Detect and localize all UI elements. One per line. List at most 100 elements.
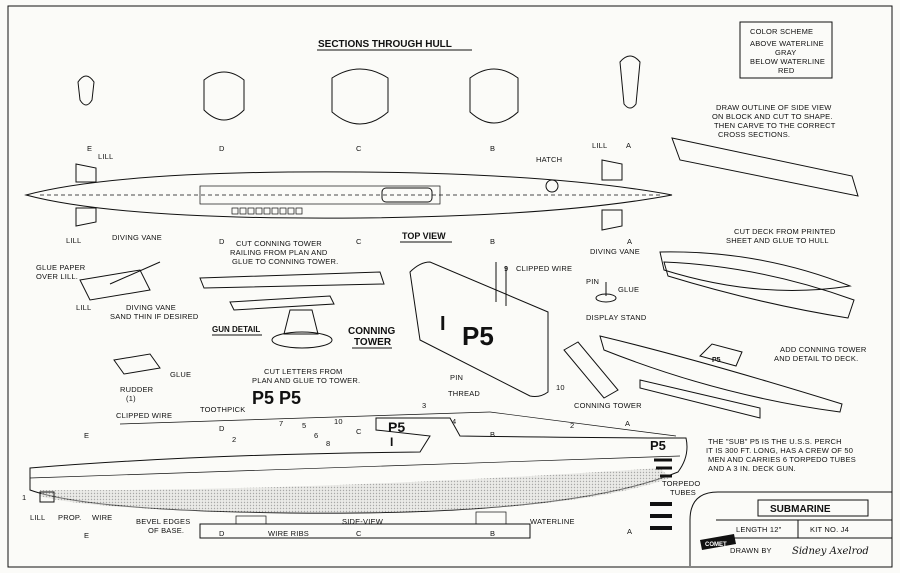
stand-block — [563, 341, 619, 399]
top-view: E D C B A LILL LILL HATCH LILL DIVING VA… — [24, 141, 673, 256]
letter-e-bottom: E — [84, 531, 89, 540]
comet-logo-text: COMET — [705, 542, 727, 548]
part-1: 1 — [22, 493, 26, 502]
gluepaper-text-1: GLUE PAPER — [36, 263, 86, 272]
letter-c-base: C — [356, 529, 362, 538]
part-2-a: 2 — [232, 435, 236, 444]
railing-instruction: CUT CONNING TOWER RAILING FROM PLAN AND … — [230, 239, 338, 266]
part-6: 6 — [314, 431, 318, 440]
part-9-label: 9 — [504, 264, 508, 273]
waterline-label: WATERLINE — [530, 517, 575, 526]
bevel-text-2: OF BASE. — [148, 526, 184, 535]
letter-d-bottom: D — [219, 237, 225, 246]
section-a-shape — [619, 55, 641, 109]
hatch-label: HATCH — [536, 155, 562, 164]
rudder-block — [113, 353, 161, 375]
rigging-wire-bow — [489, 411, 677, 437]
title-block: SUBMARINE LENGTH 12" KIT NO. J4 DRAWN BY… — [689, 491, 892, 566]
letter-c-side: C — [356, 427, 362, 436]
letter-a-base: A — [627, 527, 632, 536]
lill-label-bottom: LILL — [66, 236, 81, 245]
bow-tube-marks — [654, 458, 672, 478]
lill-label-detail: LILL — [76, 303, 91, 312]
side-part-numbers: 2 7 5 6 8 10 3 4 2 — [232, 401, 574, 448]
bow-vane-top — [601, 159, 623, 181]
stern-vane-bottom — [75, 207, 97, 227]
deck-text-2: SHEET AND GLUE TO HULL — [726, 236, 829, 245]
carve-text-4: CROSS SECTIONS. — [718, 130, 790, 139]
drawn-by-label: DRAWN BY — [730, 546, 772, 555]
rigging-wire — [119, 411, 491, 425]
vane-block — [79, 269, 151, 301]
thread-label: THREAD — [448, 389, 480, 398]
color-scheme-frame — [739, 21, 833, 79]
title-block-frame — [689, 491, 892, 566]
stern-vane-top — [75, 163, 97, 183]
railing-text-3: GLUE TO CONNING TOWER. — [232, 257, 338, 266]
letter-e-side: E — [84, 431, 89, 440]
conning-label-1: CONNING — [348, 326, 395, 337]
display-stand-label: DISPLAY STAND — [586, 313, 647, 322]
color-scheme-line1: ABOVE WATERLINE — [750, 39, 824, 48]
assembled-model: P5 ADD CONNING TOWER AND DETAIL TO DECK. — [599, 335, 867, 419]
bow-vane-bottom — [601, 209, 623, 231]
sheet-border — [7, 5, 893, 568]
base-support-1 — [235, 515, 267, 525]
hull-piece — [663, 261, 855, 319]
part-10-stand: 10 — [556, 383, 565, 392]
gun-mount — [283, 309, 319, 335]
letter-b-bottom: B — [490, 237, 495, 246]
description-line-4: AND A 3 IN. DECK GUN. — [708, 464, 796, 473]
wire-label: WIRE — [92, 513, 112, 522]
rudder-label: RUDDER — [120, 385, 154, 394]
letters-text-2: PLAN AND GLUE TO TOWER. — [252, 376, 360, 385]
cross-sections — [77, 55, 641, 125]
conning-tower-body — [409, 261, 549, 397]
hull-top-outline — [24, 171, 673, 219]
side-view: CLIPPED WIRE TOOTHPICK THREAD CONNING TO… — [22, 389, 688, 540]
glue-label-stand: GLUE — [618, 285, 639, 294]
diving-vane-label-left: DIVING VANE — [112, 233, 162, 242]
letters-instruction: CUT LETTERS FROM PLAN AND GLUE TO TOWER.… — [252, 367, 463, 408]
railing-text-1: CUT CONNING TOWER — [236, 239, 322, 248]
part-3: 3 — [422, 401, 426, 410]
gun-detail: GUN DETAIL — [212, 295, 335, 349]
sections-title: SECTIONS THROUGH HULL — [318, 39, 452, 50]
letter-a-bottom: A — [627, 237, 632, 246]
prop-label: PROP. — [58, 513, 81, 522]
conning-p5-large: P5 — [462, 321, 494, 351]
assembled-p5: P5 — [712, 357, 721, 364]
comet-logo — [700, 534, 736, 550]
color-scheme-line2: GRAY — [775, 48, 797, 57]
bevel-text-1: BEVEL EDGES — [136, 517, 190, 526]
letter-a-side: A — [625, 419, 630, 428]
title-text: SUBMARINE — [770, 504, 831, 515]
letter-c-bottom: C — [356, 237, 362, 246]
letter-d-side: D — [219, 424, 225, 433]
carve-text-3: THEN CARVE TO THE CORRECT — [714, 121, 836, 130]
carving-block-drawing — [671, 137, 859, 197]
letter-d-base: D — [219, 529, 225, 538]
description-line-1: THE "SUB" P5 IS THE U.S.S. PERCH — [708, 437, 842, 446]
letter-a-top: A — [626, 141, 631, 150]
section-b-shape — [469, 68, 519, 124]
torpedo-label-1: TORPEDO — [662, 479, 700, 488]
section-c-shape — [331, 68, 389, 125]
hull-lower-shading — [40, 468, 670, 513]
diving-vane-label-right: DIVING VANE — [590, 247, 640, 256]
lill-label-top-right: LILL — [592, 141, 607, 150]
lill-label-side: LILL — [30, 513, 45, 522]
glue-label-rudder: GLUE — [170, 370, 191, 379]
conning-label-2: TOWER — [354, 337, 392, 348]
conning-tower-large: I P5 9 CLIPPED WIRE CONNING TOWER — [348, 261, 572, 397]
top-view-label: TOP VIEW — [402, 231, 446, 241]
rudder-detail: GLUE RUDDER (1) — [113, 353, 191, 403]
railing-strip — [199, 271, 385, 289]
carve-text-1: DRAW OUTLINE OF SIDE VIEW — [716, 103, 832, 112]
letter-e-top: E — [87, 144, 92, 153]
part-5: 5 — [302, 421, 306, 430]
letter-b-base: B — [490, 529, 495, 538]
gun-barrel-plate — [229, 295, 335, 311]
part-4: 4 — [452, 417, 456, 426]
